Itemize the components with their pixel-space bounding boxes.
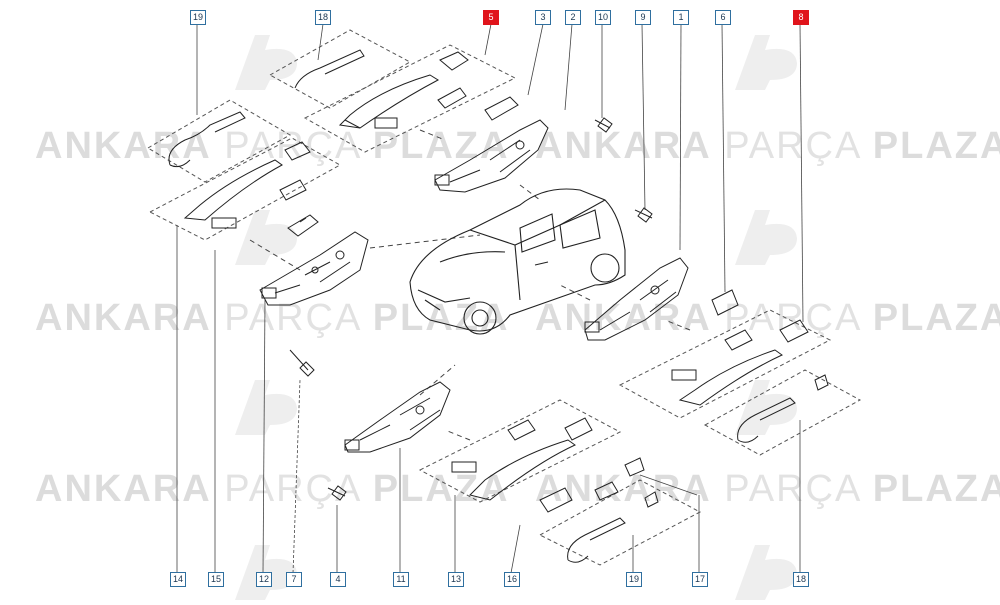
- callout-13: 13: [448, 572, 464, 587]
- callout-17: 17: [692, 572, 708, 587]
- ap-logo-watermark: [735, 545, 797, 600]
- group-box-18-bottom: [703, 369, 862, 456]
- callout-5-highlighted: 5: [483, 10, 499, 25]
- callout-19-bottom: 19: [626, 572, 642, 587]
- ap-logo-watermark: [735, 35, 797, 90]
- car-body-drawing: [409, 188, 626, 335]
- callout-15: 15: [208, 572, 224, 587]
- ap-logo-watermark: [735, 210, 797, 265]
- callout-9: 9: [635, 10, 651, 25]
- leader-lines: [176, 23, 804, 574]
- callout-2: 2: [565, 10, 581, 25]
- watermark-text-row-1: ANKARA PARÇA PLAZA: [35, 125, 510, 167]
- group-box-8: [618, 309, 832, 419]
- callout-3: 3: [535, 10, 551, 25]
- ap-logo-watermark: [235, 380, 297, 435]
- group-box-18-top: [268, 29, 412, 109]
- callout-10: 10: [595, 10, 611, 25]
- callout-18-top: 18: [315, 10, 331, 25]
- callout-4: 4: [330, 572, 346, 587]
- callout-12: 12: [256, 572, 272, 587]
- watermark-text-row-2b: ANKARA PARÇA PLAZA: [535, 297, 1000, 339]
- group-box-5: [303, 44, 517, 153]
- callout-18-bottom: 18: [793, 572, 809, 587]
- group-box-14: [148, 137, 342, 241]
- group-box-19-top: [147, 99, 292, 183]
- watermark-text-row-2: ANKARA PARÇA PLAZA: [35, 297, 510, 339]
- callout-14: 14: [170, 572, 186, 587]
- callout-19-top: 19: [190, 10, 206, 25]
- group-box-13: [418, 399, 622, 503]
- ap-logo-watermark: [735, 380, 797, 435]
- callout-8-highlighted: 8: [793, 10, 809, 25]
- callout-1: 1: [673, 10, 689, 25]
- group-boxes: [147, 29, 862, 566]
- right-door-handle-bracket: [584, 257, 739, 341]
- bottom-door-handle-bracket: [344, 381, 573, 513]
- group-box-19-bottom: [538, 479, 702, 566]
- screw-parts: [289, 117, 653, 501]
- callout-11: 11: [393, 572, 409, 587]
- callout-6: 6: [715, 10, 731, 25]
- callout-16: 16: [504, 572, 520, 587]
- assembly-arrows: [249, 129, 691, 441]
- ap-logo-watermark: [235, 35, 297, 90]
- callout-7: 7: [286, 572, 302, 587]
- left-door-handle-bracket: [259, 214, 369, 306]
- top-door-handle-bracket: [434, 96, 549, 193]
- handle-parts: [168, 49, 829, 563]
- ap-logo-watermark: [235, 210, 297, 265]
